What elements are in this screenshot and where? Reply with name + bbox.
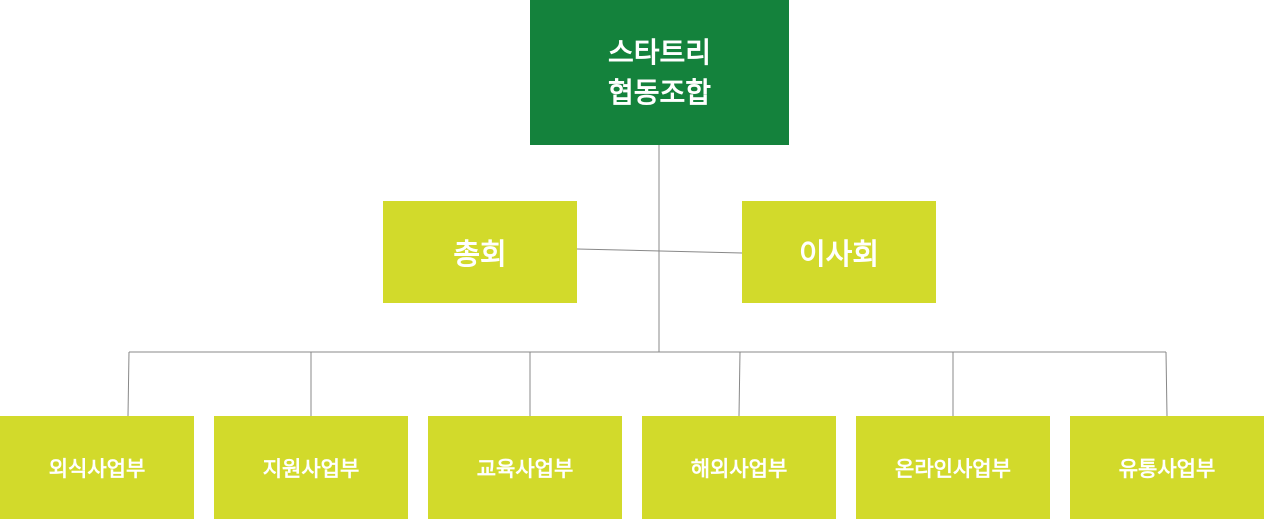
assembly-board-line (576, 248, 743, 254)
root-label-line1: 스타트리 (607, 35, 712, 69)
department-node: 교육사업부 (428, 416, 622, 519)
board-label: 이사회 (798, 237, 880, 271)
department-label: 유통사업부 (1118, 456, 1216, 481)
drop-line-1 (127, 351, 130, 417)
board-node: 이사회 (742, 201, 936, 303)
department-label: 교육사업부 (476, 456, 574, 481)
drop-line-4 (738, 351, 741, 417)
department-node: 해외사업부 (642, 416, 836, 519)
department-label: 지원사업부 (262, 456, 360, 481)
department-node: 지원사업부 (214, 416, 408, 519)
assembly-node: 총회 (383, 201, 577, 303)
department-label: 해외사업부 (690, 456, 788, 481)
department-label: 온라인사업부 (895, 456, 1011, 481)
root-node: 스타트리 협동조합 (530, 0, 789, 145)
root-label-line2: 협동조합 (607, 75, 712, 109)
department-node: 유통사업부 (1070, 416, 1264, 519)
department-label: 외식사업부 (48, 456, 146, 481)
drop-line-6 (1165, 351, 1168, 417)
assembly-label: 총회 (453, 237, 507, 271)
department-node: 온라인사업부 (856, 416, 1050, 519)
department-node: 외식사업부 (0, 416, 194, 519)
